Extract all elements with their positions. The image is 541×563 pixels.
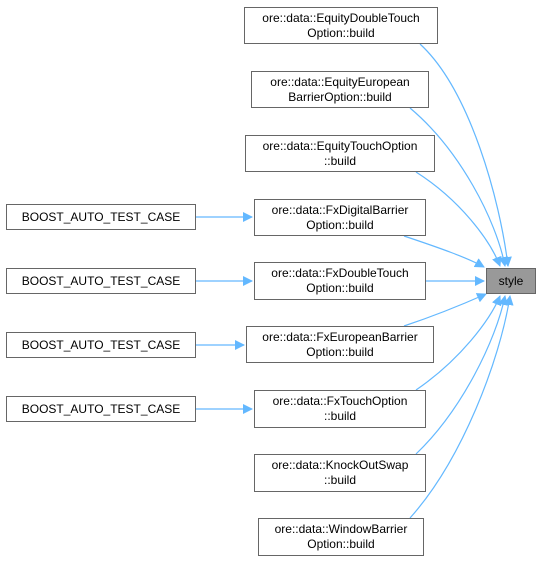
test-node-fx-european-barrier[interactable]: BOOST_AUTO_TEST_CASE: [6, 332, 196, 358]
edge-caller-0-to-style: [419, 43, 512, 267]
caller-node-fx-double-touch[interactable]: ore::data::FxDoubleTouch Option::build: [254, 262, 426, 300]
caller-label: ore::data::WindowBarrier Option::build: [274, 522, 408, 551]
caller-label: ore::data::EquityDoubleTouch Option::bui…: [262, 10, 420, 40]
test-label: BOOST_AUTO_TEST_CASE: [21, 337, 181, 352]
caller-node-fx-digital-barrier[interactable]: ore::data::FxDigitalBarrier Option::buil…: [254, 199, 426, 236]
caller-node-fx-touch[interactable]: ore::data::FxTouchOption ::build: [254, 390, 426, 428]
test-label: BOOST_AUTO_TEST_CASE: [21, 401, 181, 416]
edge-caller-7-to-style: [415, 295, 509, 455]
caller-node-equity-touch[interactable]: ore::data::EquityTouchOption ::build: [245, 135, 435, 172]
edge-caller-5-to-style: [403, 293, 487, 327]
test-node-fx-digital-barrier[interactable]: BOOST_AUTO_TEST_CASE: [6, 204, 196, 230]
test-label: BOOST_AUTO_TEST_CASE: [21, 273, 181, 288]
caller-node-window-barrier[interactable]: ore::data::WindowBarrier Option::build: [258, 518, 424, 556]
edge-caller-8-to-style: [409, 295, 514, 519]
target-node-style[interactable]: style: [486, 268, 536, 294]
caller-node-equity-european-barrier[interactable]: ore::data::EquityEuropean BarrierOption:…: [251, 71, 429, 108]
test-label: BOOST_AUTO_TEST_CASE: [21, 209, 181, 224]
caller-label: ore::data::EquityTouchOption ::build: [262, 138, 418, 168]
test-node-fx-touch[interactable]: BOOST_AUTO_TEST_CASE: [6, 396, 196, 422]
test-node-fx-double-touch[interactable]: BOOST_AUTO_TEST_CASE: [6, 268, 196, 294]
caller-node-fx-european-barrier[interactable]: ore::data::FxEuropeanBarrier Option::bui…: [246, 326, 434, 363]
edge-caller-1-to-style: [409, 107, 509, 267]
edge-caller-3-to-style: [403, 235, 485, 268]
caller-label: ore::data::FxTouchOption ::build: [272, 394, 408, 423]
caller-node-knock-out-swap[interactable]: ore::data::KnockOutSwap ::build: [254, 454, 426, 492]
caller-label: ore::data::EquityEuropean BarrierOption:…: [270, 74, 410, 104]
edge-caller-6-to-style: [415, 295, 502, 391]
caller-label: ore::data::FxDoubleTouch Option::build: [271, 266, 409, 295]
caller-label: ore::data::FxEuropeanBarrier Option::bui…: [262, 329, 418, 359]
target-label: style: [498, 273, 524, 288]
edge-caller-2-to-style: [415, 171, 502, 267]
caller-label: ore::data::KnockOutSwap ::build: [271, 458, 409, 487]
caller-node-equity-double-touch[interactable]: ore::data::EquityDoubleTouch Option::bui…: [244, 7, 438, 44]
caller-label: ore::data::FxDigitalBarrier Option::buil…: [271, 202, 409, 232]
